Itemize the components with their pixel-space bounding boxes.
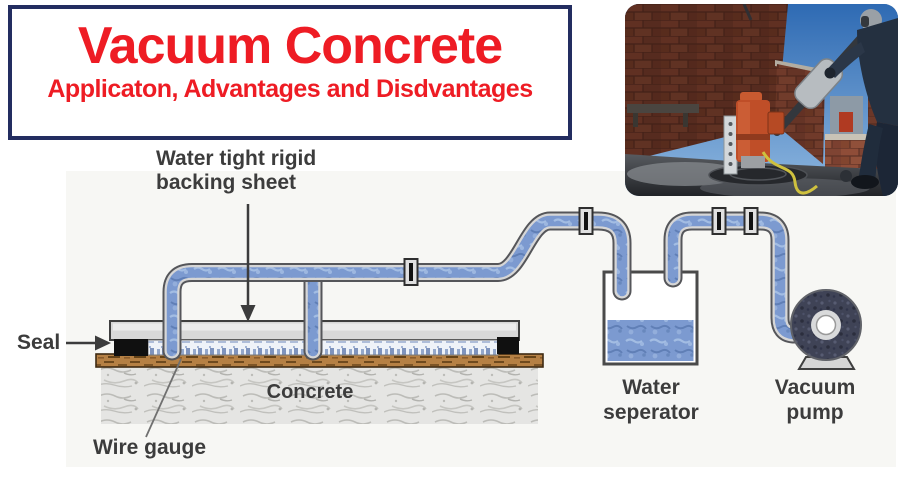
annotation-arrows: [66, 204, 256, 438]
concrete-label: Concrete: [266, 381, 354, 403]
power-trowel-machine: [708, 26, 872, 195]
worker: [824, 9, 898, 196]
coupling-icon: [578, 207, 594, 235]
red-box: [839, 112, 853, 132]
coupling-icon: [743, 207, 759, 235]
page-subtitle: Applicaton, Advantages and Disdvantages: [47, 74, 533, 103]
worker-shoe: [851, 175, 879, 189]
seal-arrowhead: [95, 335, 111, 351]
coupling-icon: [711, 207, 727, 235]
vacuum-pump: [790, 289, 862, 361]
wall-bench: [627, 104, 699, 113]
ear-muff: [861, 16, 869, 27]
seal-label: Seal: [17, 331, 61, 354]
power-cable: [761, 151, 818, 195]
concrete-slab: [95, 320, 544, 424]
seal-left: [114, 339, 148, 356]
page-title: Vacuum Concrete: [77, 17, 503, 75]
separated-water: [607, 320, 694, 361]
water-separator-label: Water seperator: [603, 376, 699, 424]
suction-pipes: [162, 211, 809, 361]
wire-gauge-label: Wire gauge: [93, 436, 206, 459]
water-separator: [602, 270, 699, 366]
backing-sheet-arrowhead: [240, 305, 256, 322]
vacuum-pump-label: Vacuum pump: [774, 376, 856, 424]
pipe-couplings: [403, 207, 759, 286]
seal-right: [497, 337, 519, 354]
wire-gauge-mat: [147, 339, 499, 356]
photo-illustration: [625, 4, 898, 196]
title-box: Vacuum Concrete Applicaton, Advantages a…: [8, 5, 572, 140]
coupling-icon: [403, 258, 419, 286]
photo-power-trowel: [625, 4, 898, 196]
wire-gauge-leader-line: [145, 358, 182, 438]
backing-sheet-label: Water tight rigid backing sheet: [156, 147, 317, 194]
